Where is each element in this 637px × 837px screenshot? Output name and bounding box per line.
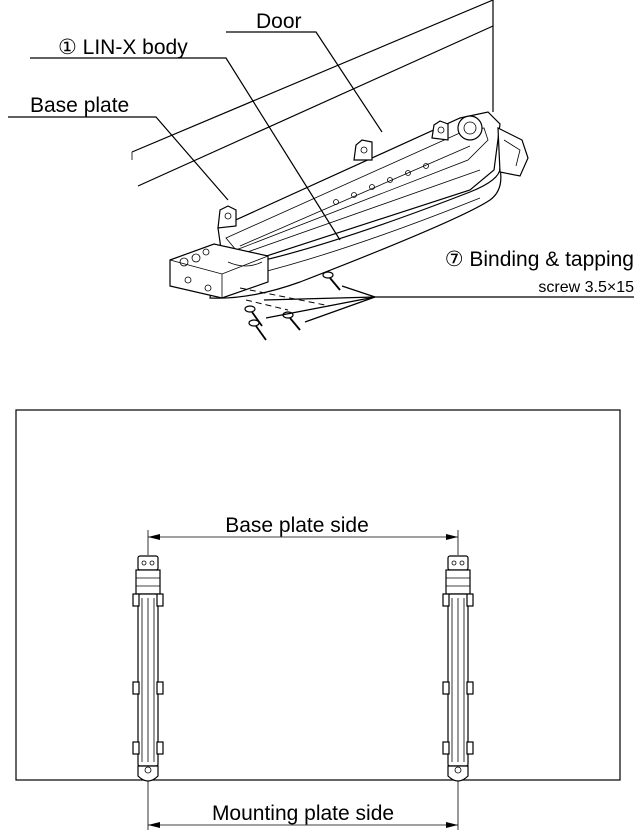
linx-unit-left [132, 555, 164, 782]
front-view: Base plate side Mounting plate side [15, 409, 621, 830]
screw-label-line2: screw 3.5×15 [538, 279, 634, 296]
screw-1 [244, 305, 263, 327]
perspective-view: Door ① LIN-X body Base plate ⑦ Binding &… [8, 0, 634, 341]
base-plate-side-label: Base plate side [225, 514, 369, 537]
screw-2 [248, 319, 267, 341]
mounting-plate-side-label: Mounting plate side [212, 802, 394, 825]
base-plate-label: Base plate [30, 94, 129, 117]
leader-lines [8, 31, 634, 323]
linx-unit-right [442, 555, 474, 782]
screw-label-line1: ⑦ Binding & tapping [445, 248, 634, 271]
door-outline [15, 409, 621, 781]
screw-4 [322, 271, 341, 291]
dimension-base-plate-side: Base plate side [147, 514, 459, 555]
door-label: Door [256, 10, 302, 33]
dimension-mounting-plate-side: Mounting plate side [147, 780, 459, 830]
door-panel [131, 0, 494, 187]
linx-body-label: ① LIN-X body [58, 36, 188, 59]
linx-body [209, 111, 529, 299]
base-plate-block [169, 243, 269, 299]
